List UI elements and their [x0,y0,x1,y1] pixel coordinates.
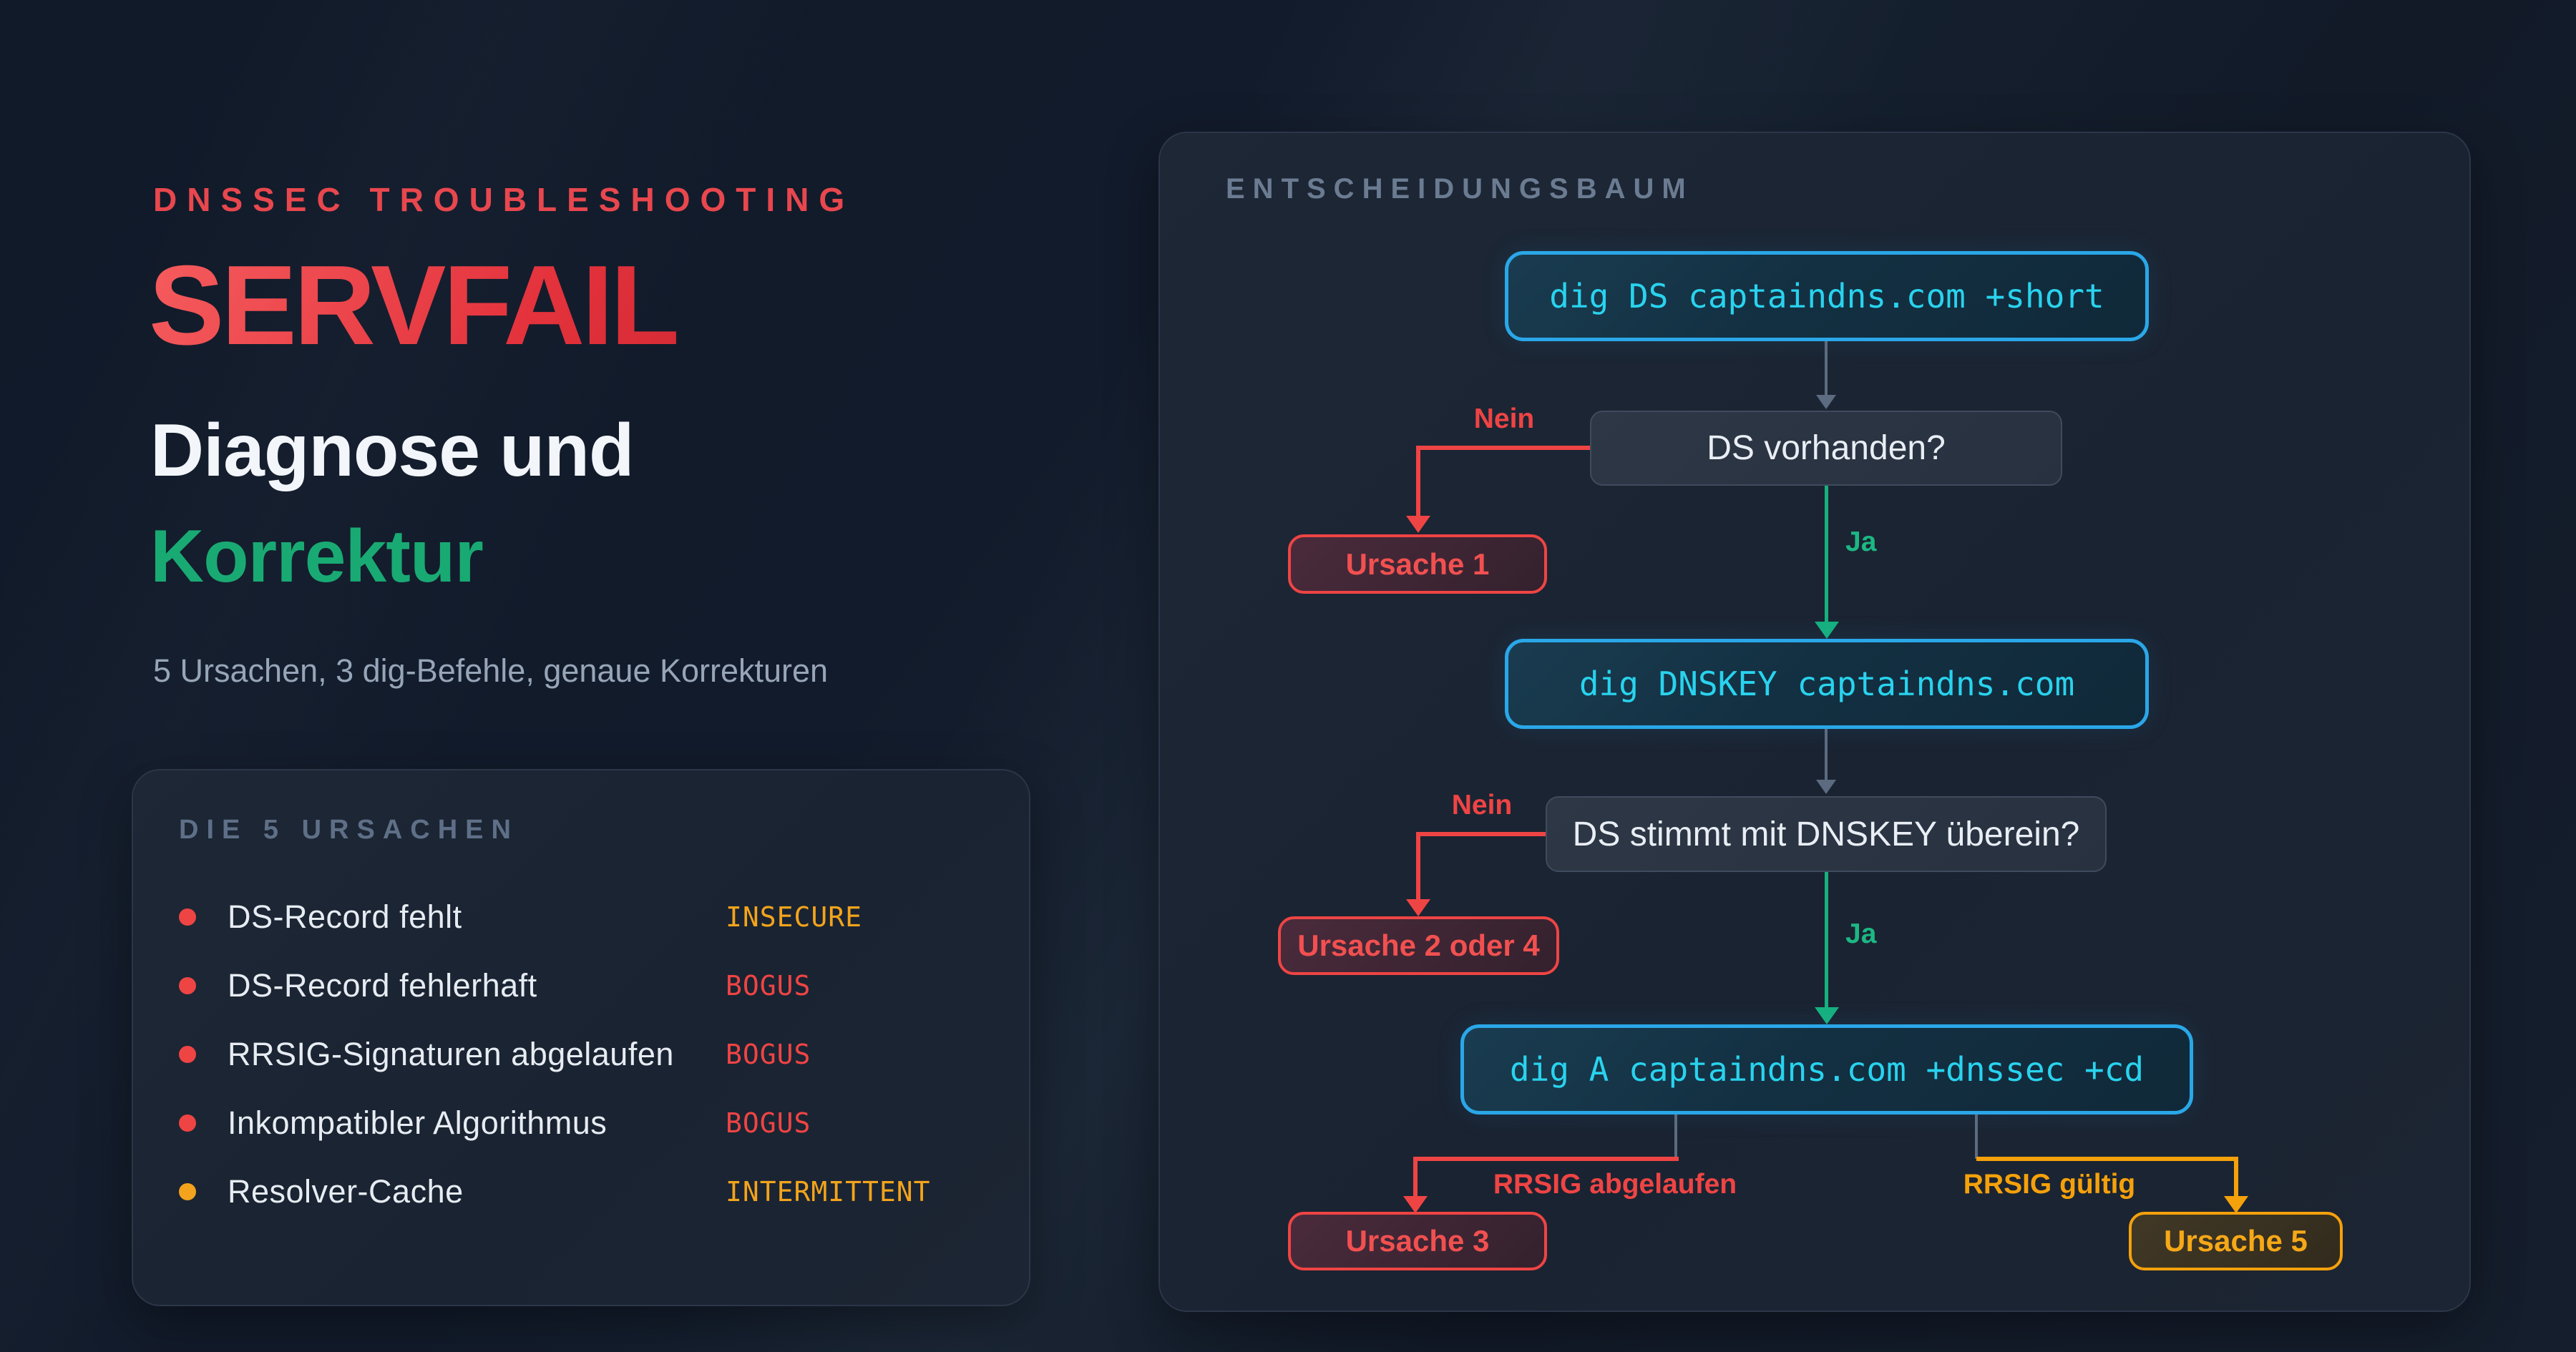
bullet-dot-icon [179,908,196,926]
status-badge: INSECURE [726,901,863,933]
arrow-down-icon [1815,622,1839,639]
branch-label-nein-2: Nein [1451,790,1513,820]
cause-label: RRSIG-Signaturen abgelaufen [228,1036,674,1072]
arrow-down-icon [1816,395,1836,409]
arrow-down-icon [1403,1196,1428,1213]
branch-label-nein-1: Nein [1473,403,1535,434]
command-node-dig-ds: dig DS captaindns.com +short [1505,251,2149,341]
page-title: SERVFAIL [149,243,680,368]
cause-label: DS-Record fehlt [228,898,462,935]
cause-node-ursache-5: Ursache 5 [2129,1212,2343,1270]
status-badge: BOGUS [726,1039,811,1070]
branch-label-rrsig-gueltig: RRSIG gültig [1963,1169,2136,1200]
question-node-ds-dnskey-match: DS stimmt mit DNSKEY überein? [1546,796,2107,872]
connector-down-1 [1825,341,1828,396]
connector-ja-1 [1825,486,1828,623]
connector-nein-2-horizontal [1416,832,1546,836]
list-item: RRSIG-Signaturen abgelaufen BOGUS [179,1020,983,1089]
connector-nein-1-horizontal [1416,446,1590,450]
causes-card-header: DIE 5 URSACHEN [179,815,519,845]
branch-label-ja-2: Ja [1845,919,1877,949]
cause-label: DS-Record fehlerhaft [228,967,537,1004]
list-item: Resolver-Cache INTERMITTENT [179,1157,983,1226]
cause-label: Resolver-Cache [228,1173,464,1210]
connector-stub-left [1674,1115,1677,1159]
cause-node-ursache-1: Ursache 1 [1288,534,1547,594]
tree-card-header: ENTSCHEIDUNGSBAUM [1226,173,1694,205]
arrow-down-icon [1406,516,1430,533]
list-item: DS-Record fehlerhaft BOGUS [179,951,983,1020]
bullet-dot-icon [179,1046,196,1063]
status-badge: INTERMITTENT [726,1176,931,1208]
causes-list: DS-Record fehlt INSECURE DS-Record fehle… [179,883,983,1226]
arrow-down-icon [1815,1007,1839,1024]
cause-node-ursache-2-oder-4: Ursache 2 oder 4 [1278,916,1559,975]
causes-card: DIE 5 URSACHEN DS-Record fehlt INSECURE … [132,769,1030,1306]
connector-left-horizontal [1413,1157,1679,1161]
bullet-dot-icon [179,1115,196,1132]
connector-stub-right [1975,1115,1978,1159]
arrow-down-icon [1816,780,1836,794]
branch-label-ja-1: Ja [1845,526,1877,557]
hero-eyebrow: DNSSEC TROUBLESHOOTING [153,181,855,218]
bullet-dot-icon [179,1183,196,1200]
list-item: Inkompatibler Algorithmus BOGUS [179,1089,983,1157]
command-node-dig-a: dig A captaindns.com +dnssec +cd [1460,1024,2193,1115]
decision-tree-card: ENTSCHEIDUNGSBAUM dig DS captaindns.com … [1158,132,2471,1312]
arrow-down-icon [2224,1196,2248,1213]
status-badge: BOGUS [726,1107,811,1139]
list-item: DS-Record fehlt INSECURE [179,883,983,951]
subtitle-line-2: Korrektur [150,515,484,598]
subtitle-line-1: Diagnose und [150,409,635,492]
arrow-down-icon [1406,899,1430,916]
connector-nein-2-vertical [1416,832,1420,901]
branch-label-rrsig-abgelaufen: RRSIG abgelaufen [1493,1169,1737,1200]
bullet-dot-icon [179,977,196,994]
command-node-dig-dnskey: dig DNSKEY captaindns.com [1505,639,2149,729]
connector-right-vertical [2234,1157,2238,1197]
connector-right-horizontal [1976,1157,2238,1161]
cause-node-ursache-3: Ursache 3 [1288,1212,1547,1270]
status-badge: BOGUS [726,970,811,1001]
cause-label: Inkompatibler Algorithmus [228,1104,608,1141]
connector-down-2 [1825,729,1828,780]
connector-ja-2 [1825,872,1828,1009]
connector-left-vertical [1413,1157,1418,1197]
question-node-ds-vorhanden: DS vorhanden? [1590,411,2062,486]
hero-tagline: 5 Ursachen, 3 dig-Befehle, genaue Korrek… [153,652,829,689]
connector-nein-1-vertical [1416,446,1420,517]
